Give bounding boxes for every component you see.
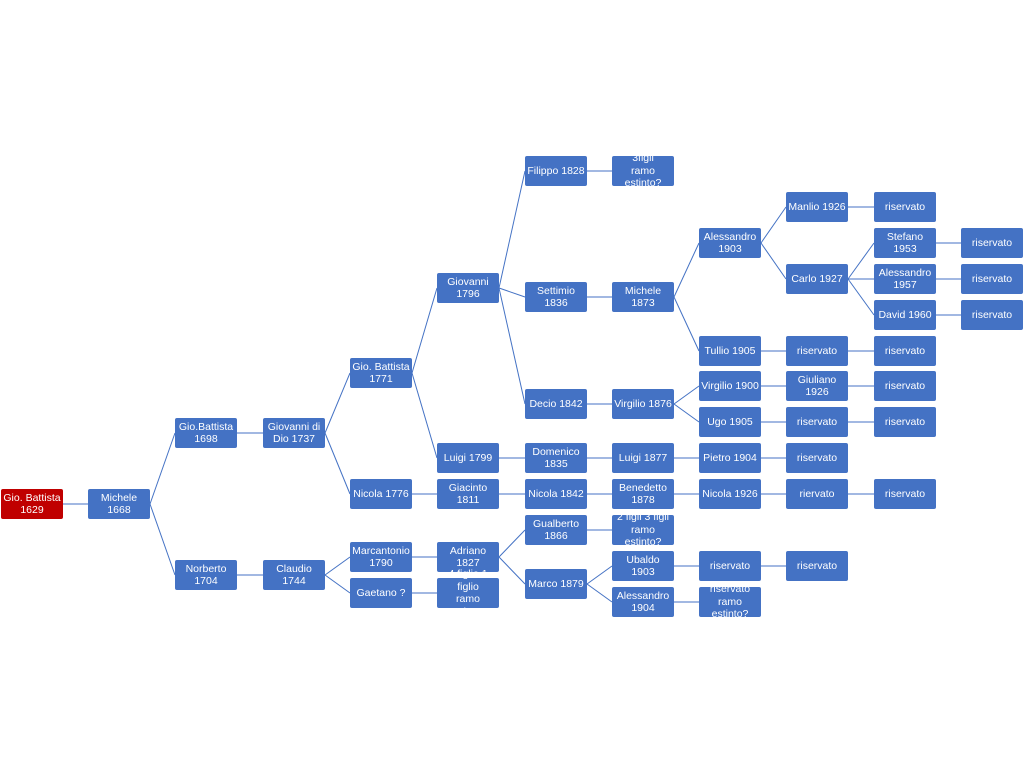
connector-n6-n10 [324,574,351,594]
connector-n40-n50 [847,278,875,316]
node-claudio-1744: Claudio 1744 [263,560,325,590]
node-giovanni-di-dio-1737: Giovanni di Dio 1737 [263,418,325,448]
connector-n11-n18 [498,287,526,405]
connector-n31-n39 [760,206,787,244]
node-pietro-1904: Pietro 1904 [699,443,761,473]
connector-n22-n29 [586,565,613,585]
node-nicola-1776: Nicola 1776 [350,479,412,509]
node-riservato-pietro: riservato [786,443,848,473]
node-riservato-ubaldo-2: riservato [786,551,848,581]
node-settimio-1836: Settimio 1836 [525,282,587,312]
connector-n14-n21 [498,529,526,558]
node-luigi-1799: Luigi 1799 [437,443,499,473]
node-virgilio-1900: Virgilio 1900 [699,371,761,401]
connector-n5-n8 [324,432,351,495]
node-riervato-nicola: riervato [786,479,848,509]
connector-n7-n11 [411,287,438,374]
node-alessandro-1957: Alessandro 1957 [874,264,936,294]
connector-n11-n16 [498,170,526,289]
node-giovanni-1796: Giovanni 1796 [437,273,499,303]
node-alessandro-1904: Alessandro 1904 [612,587,674,617]
connector-n2-n3 [149,432,176,505]
node-gio-battista-1629: Gio. Battista 1629 [1,489,63,519]
node-gio-battista-1771: Gio. Battista 1771 [350,358,412,388]
connector-n7-n12 [411,372,438,459]
node-domenico-1835: Domenico 1835 [525,443,587,473]
node-gio-battista-1698: Gio.Battista 1698 [175,418,237,448]
node-marcantonio-1790: Marcantonio 1790 [350,542,412,572]
node-decio-1842: Decio 1842 [525,389,587,419]
node-ugo-1905: Ugo 1905 [699,407,761,437]
connector-n31-n40 [760,242,787,280]
node-michele-1668: Michele 1668 [88,489,150,519]
connector-n25-n33 [673,385,700,405]
node-manlio-1926: Manlio 1926 [786,192,848,222]
node-ubaldo-1903: Ubaldo 1903 [612,551,674,581]
node-giuliano-1926: Giuliano 1926 [786,371,848,401]
connector-n24-n31 [673,242,700,298]
node-benedetto-1878: Benedetto 1878 [612,479,674,509]
connector-n24-n32 [673,296,700,352]
node-riservato-ugo-2: riservato [874,407,936,437]
node-riservato-manlio: riservato [874,192,936,222]
node-riservato-ramo-estinto: riservato ramo estinto? [699,583,761,620]
node-riservato-nicola-2: riservato [874,479,936,509]
connector-n40-n48 [847,242,875,280]
node-marco-1879: Marco 1879 [525,569,587,599]
connector-n22-n30 [586,583,613,603]
node-riservato-david: riservato [961,300,1023,330]
node-2-figli-ramo-estinto: 2 figli 3 figli ramo estinto? [612,511,674,548]
node-nicola-1926: Nicola 1926 [699,479,761,509]
node-3figli-ramo-estinto: 3figli ramo estinto? [612,152,674,189]
connector-n6-n9 [324,556,351,576]
connector-n2-n4 [149,503,176,576]
node-tullio-1905: Tullio 1905 [699,336,761,366]
node-giacinto-1811: Giacinto 1811 [437,479,499,509]
node-filippo-1828: Filippo 1828 [525,156,587,186]
node-riservato-ugo: riservato [786,407,848,437]
connector-n14-n22 [498,556,526,585]
node-riservato-ubaldo: riservato [699,551,761,581]
node-gaetano: Gaetano ? [350,578,412,608]
node-alessandro-1903: Alessandro 1903 [699,228,761,258]
node-gualberto-1866: Gualberto 1866 [525,515,587,545]
node-adriano-1827: Adriano 1827 [437,542,499,572]
node-stefano-1953: Stefano 1953 [874,228,936,258]
node-carlo-1927: Carlo 1927 [786,264,848,294]
node-david-1960: David 1960 [874,300,936,330]
connector-n11-n17 [498,287,526,298]
node-riservato-giuliano: riservato [874,371,936,401]
node-michele-1873: Michele 1873 [612,282,674,312]
connector-n25-n34 [673,403,700,423]
node-riservato-stefano: riservato [961,228,1023,258]
node-luigi-1877: Luigi 1877 [612,443,674,473]
node-nicola-1842: Nicola 1842 [525,479,587,509]
node-norberto-1704: Norberto 1704 [175,560,237,590]
node-riservato-tullio: riservato [786,336,848,366]
node-riservato-alessandro-1957: riservato [961,264,1023,294]
node-4-figlie-ramo-estinto: 4 figlie 1 figlio ramo estinto? [437,568,499,618]
node-virgilio-1876: Virgilio 1876 [612,389,674,419]
connector-n5-n7 [324,372,351,434]
node-riservato-tullio-2: riservato [874,336,936,366]
